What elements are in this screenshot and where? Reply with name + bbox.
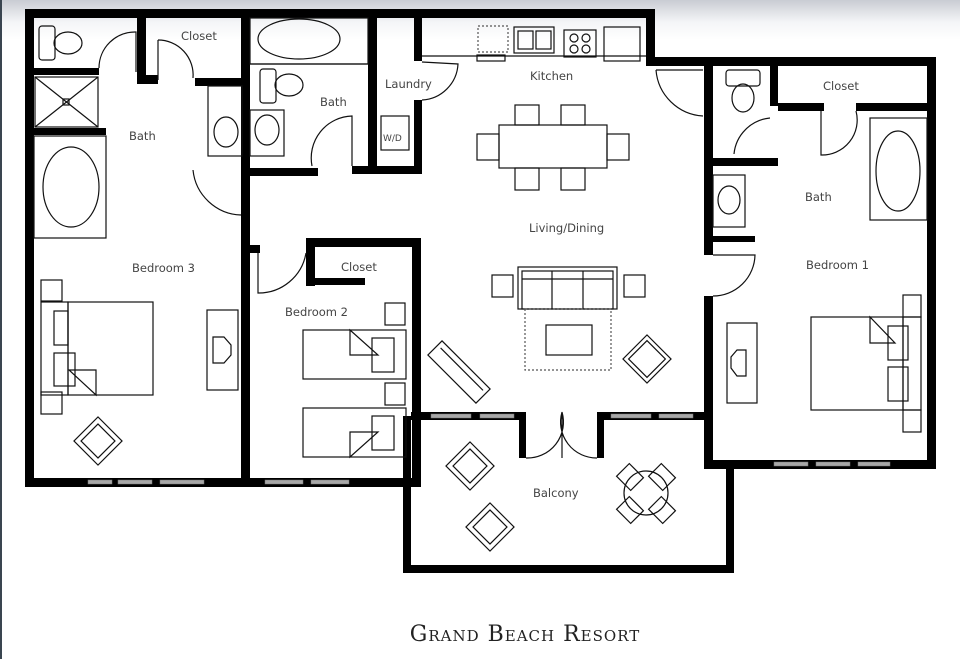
label-closet-top-left: Closet: [181, 29, 217, 43]
label-bedroom-3: Bedroom 3: [132, 261, 195, 275]
label-bath-middle: Bath: [320, 95, 347, 109]
label-kitchen: Kitchen: [530, 69, 573, 83]
resort-title: Grand Beach Resort: [409, 622, 641, 647]
label-laundry: Laundry: [385, 77, 432, 91]
label-bedroom-1: Bedroom 1: [806, 258, 869, 272]
label-closet-bedroom-2: Closet: [341, 260, 377, 274]
doors: [98, 31, 858, 459]
label-closet-right: Closet: [823, 79, 859, 93]
label-bath-left: Bath: [129, 129, 156, 143]
label-bath-right: Bath: [805, 190, 832, 204]
windows: [87, 413, 891, 485]
label-bedroom-2: Bedroom 2: [285, 305, 348, 319]
walls: [25, 9, 936, 573]
fixtures: [33, 17, 928, 239]
label-washer-dryer: W/D: [383, 134, 402, 144]
label-balcony: Balcony: [533, 486, 579, 500]
screen-edge: [0, 0, 2, 659]
furniture: [40, 104, 922, 552]
label-living-dining: Living/Dining: [529, 221, 604, 235]
